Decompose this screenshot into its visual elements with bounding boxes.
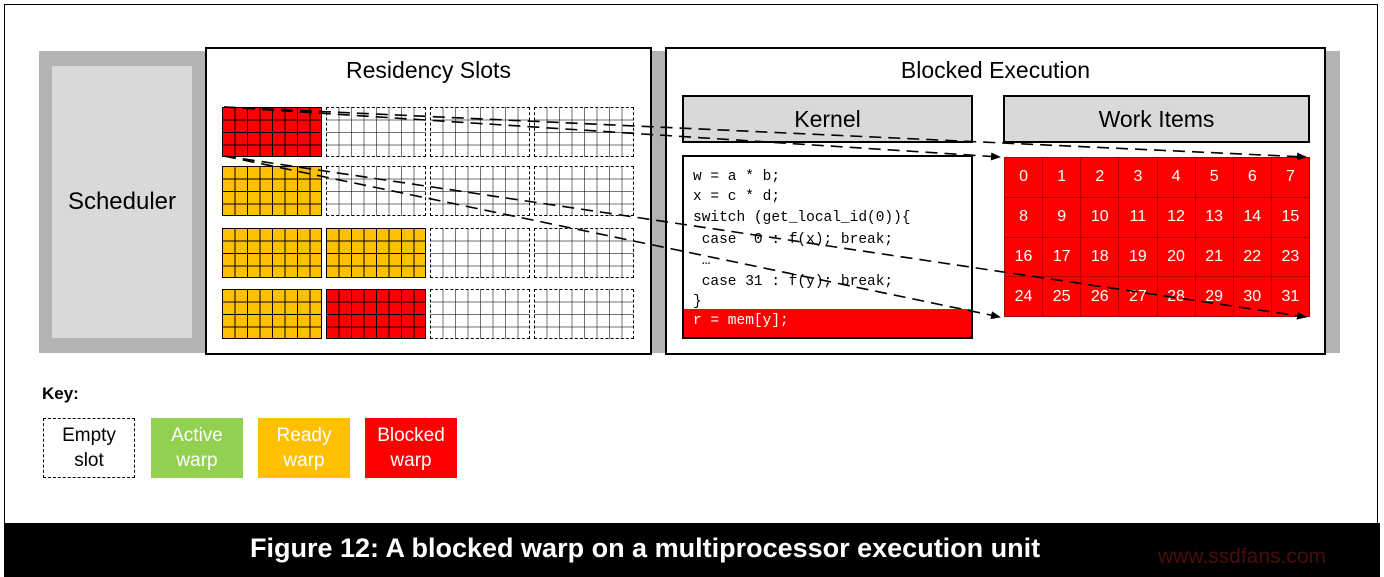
arrow-warp-bottom-to-last-item — [223, 155, 1307, 320]
work-item-cell: 7 — [1271, 158, 1310, 198]
work-item-cell: 9 — [1043, 197, 1082, 238]
scheduler-box: Scheduler — [52, 66, 192, 338]
work-item-cell: 28 — [1157, 277, 1196, 317]
residency-slot-ready — [222, 289, 322, 339]
work-item-cell: 30 — [1233, 277, 1272, 317]
blocked-execution-title: Blocked Execution — [900, 57, 1091, 83]
work-item-cell: 1 — [1043, 158, 1082, 198]
key-active-warp: Active warp — [151, 418, 243, 478]
residency-slot-ready — [222, 166, 322, 216]
code-line: switch (get_local_id(0)){ — [693, 210, 911, 226]
scheduler-label: Scheduler — [67, 188, 177, 215]
kernel-code-box: w = a * b; x = c * d; switch (get_local_… — [682, 155, 973, 339]
residency-slot-empty — [430, 107, 530, 157]
work-item-cell: 2 — [1081, 158, 1120, 198]
kernel-header: Kernel — [682, 95, 973, 143]
residency-slot-empty — [430, 166, 530, 216]
work-item-cell: 4 — [1157, 158, 1196, 198]
residency-slot-empty — [430, 228, 530, 278]
key-ready-warp: Ready warp — [258, 418, 350, 478]
code-line: w = a * b; — [693, 169, 781, 185]
work-item-cell: 22 — [1233, 237, 1272, 278]
work-item-cell: 14 — [1233, 197, 1272, 238]
residency-slot-blocked — [222, 107, 322, 157]
work-item-cell: 8 — [1005, 197, 1044, 238]
code-line: … — [693, 253, 711, 269]
key-blocked-warp: Blocked warp — [365, 418, 457, 478]
residency-slot-empty — [326, 166, 426, 216]
work-item-cell: 5 — [1195, 158, 1234, 198]
caption-bar — [4, 523, 1380, 577]
arrow-warp-bottom-to-first-item — [223, 155, 1001, 320]
work-item-cell: 26 — [1081, 277, 1120, 317]
residency-slot-ready — [222, 228, 322, 278]
work-item-cell: 10 — [1081, 197, 1120, 238]
residency-slot-empty — [534, 107, 634, 157]
arrow-warp-top-to-first-item — [223, 106, 1001, 161]
work-item-cell: 16 — [1005, 237, 1044, 278]
work-item-cell: 3 — [1119, 158, 1158, 198]
work-item-cell: 18 — [1081, 237, 1120, 278]
work-item-cell: 15 — [1271, 197, 1310, 238]
residency-slot-ready — [326, 228, 426, 278]
code-line: case 0 : f(x); break; — [693, 232, 894, 248]
code-line: } — [693, 294, 702, 310]
work-item-cell: 11 — [1119, 197, 1158, 238]
work-items-header: Work Items — [1003, 95, 1310, 143]
key-empty-label: Empty slot — [62, 425, 116, 471]
blocked-instruction-highlight: r = mem[y]; — [684, 309, 971, 337]
work-item-cell: 6 — [1233, 158, 1272, 198]
work-item-cell: 29 — [1195, 277, 1234, 317]
work-item-cell: 20 — [1157, 237, 1196, 278]
residency-slot-empty — [534, 166, 634, 216]
code-line: case 31 : f(y); break; — [693, 274, 894, 290]
residency-slot-empty — [534, 289, 634, 339]
watermark-text: www.ssdfans.com — [1158, 545, 1327, 568]
kernel-title: Kernel — [794, 105, 861, 132]
work-item-cell: 0 — [1005, 158, 1044, 198]
work-item-cell: 31 — [1271, 277, 1310, 317]
key-blocked-label: Blocked warp — [377, 425, 445, 471]
work-item-cell: 13 — [1195, 197, 1234, 238]
work-item-cell: 21 — [1195, 237, 1234, 278]
residency-slots-title: Residency Slots — [346, 57, 511, 83]
figure-caption: Figure 12: A blocked warp on a multiproc… — [250, 533, 1041, 563]
work-item-cell: 24 — [1005, 277, 1044, 317]
work-items-title: Work Items — [1098, 105, 1215, 132]
key-title: Key: — [42, 384, 79, 403]
residency-slot-empty — [430, 289, 530, 339]
key-active-label: Active warp — [171, 425, 223, 471]
work-item-cell: 25 — [1043, 277, 1082, 317]
key-empty-slot: Empty slot — [43, 418, 135, 478]
arrow-warp-top-to-work-items — [223, 106, 1307, 161]
blocked-instruction: r = mem[y]; — [693, 313, 789, 329]
work-item-cell: 12 — [1157, 197, 1196, 238]
residency-slot-blocked — [326, 289, 426, 339]
work-item-cell: 19 — [1119, 237, 1158, 278]
work-item-cell: 17 — [1043, 237, 1082, 278]
code-line: x = c * d; — [693, 189, 781, 205]
key-ready-label: Ready warp — [276, 425, 332, 471]
work-item-cell: 23 — [1271, 237, 1310, 278]
